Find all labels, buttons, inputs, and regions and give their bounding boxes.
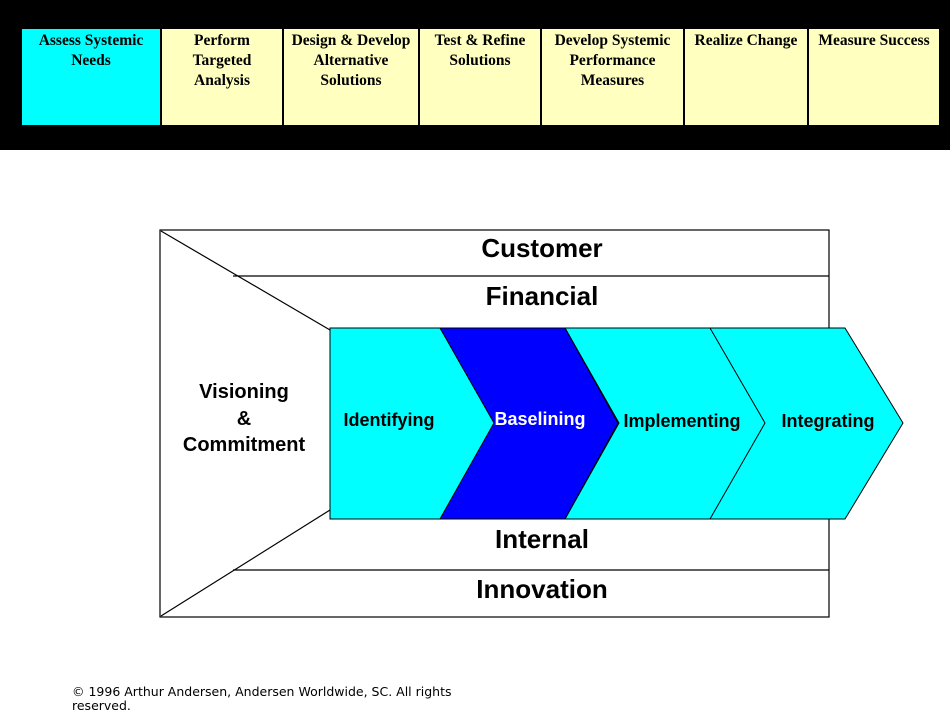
step-label-line: Design & Develop [291, 32, 411, 49]
step-label-line: Test & Refine [434, 32, 526, 49]
phase-label-integrating: Integrating [782, 411, 875, 431]
step-label-line: Realize Change [694, 32, 798, 49]
copyright-notice: © 1996 Arthur Andersen, Andersen Worldwi… [72, 684, 452, 713]
ampersand-label: & [237, 408, 251, 430]
phase-label-baselining: Baselining [494, 409, 585, 429]
step-label-line: Measure Success [818, 32, 930, 49]
step-label-line: Measures [580, 72, 645, 89]
phase-label-implementing: Implementing [623, 411, 740, 431]
visioning-label: Visioning [199, 381, 289, 403]
step-label-line: Targeted [192, 52, 252, 69]
step-label-line: Solutions [320, 72, 382, 89]
step-label-line: Analysis [194, 72, 250, 89]
step-label-line: Solutions [449, 52, 511, 69]
diagonal-lower [160, 509, 331, 617]
phase-chevron-identifying [329, 327, 495, 520]
commitment-label: Commitment [183, 434, 306, 456]
perspective-financial: Financial [486, 281, 599, 311]
phase-label-identifying: Identifying [344, 410, 435, 430]
step-label-line: Alternative [313, 52, 389, 69]
perspective-customer: Customer [481, 233, 602, 263]
perspective-innovation: Innovation [476, 574, 607, 604]
phase-chevron-implementing [564, 327, 766, 520]
step-measure-success: Measure Success [808, 28, 940, 126]
step-label-line: Develop Systemic [554, 32, 671, 49]
diagonal-upper [160, 230, 331, 331]
perspective-internal: Internal [495, 524, 589, 554]
step-label-line: Performance [569, 52, 656, 69]
step-label-line: Perform [194, 32, 250, 49]
step-label-line: Assess Systemic [38, 32, 144, 49]
step-realize-change: Realize Change [684, 28, 808, 126]
step-label-line: Needs [71, 52, 111, 69]
